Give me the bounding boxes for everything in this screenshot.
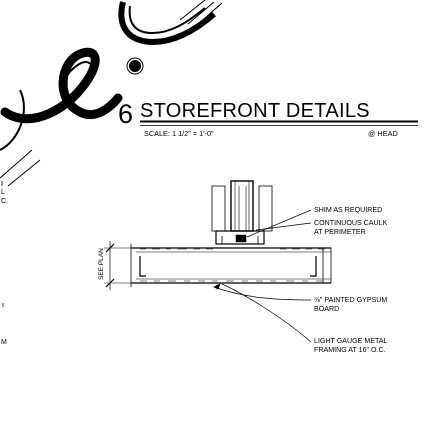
storefront-section	[130, 180, 332, 287]
upper-curve-inner	[128, 5, 206, 35]
annotations: SHIM AS REQUIRED CONTINUOUS CAULK AT PER…	[314, 206, 388, 354]
stud-track-right	[310, 256, 317, 277]
shim-block	[235, 234, 247, 243]
frame-outer-left	[211, 185, 226, 232]
swoosh-tail	[0, 89, 25, 151]
large-swoosh-inner	[63, 61, 91, 81]
note-framing-1: LIGHT GAUGE METAL	[314, 337, 388, 345]
head-receptor	[215, 230, 265, 245]
dimension-label: SEE PLAN	[98, 248, 105, 280]
leader-lines	[213, 209, 312, 343]
detail-title: STOREFRONT DETAILS	[140, 100, 370, 122]
edge-fragment-1: L	[1, 189, 5, 196]
scale-note: SCALE: 1 1/2" = 1'-0"	[144, 129, 214, 138]
leader-shim	[246, 209, 312, 238]
note-shim: SHIM AS REQUIRED	[314, 206, 382, 214]
edge-fragment-2: C.	[1, 198, 8, 205]
note-caulk-2: AT PERIMETER	[314, 228, 366, 236]
edge-fragment-3: M	[1, 339, 7, 346]
wall-end-cap	[322, 247, 332, 284]
upper-curve-outer	[118, 1, 216, 46]
diagonal-fragment	[0, 149, 41, 187]
left-edge-fragments: L C. M	[1, 181, 8, 346]
note-caulk-1: CONTINUOUS CAULK	[314, 219, 388, 227]
frame-outer-right	[258, 185, 273, 232]
large-swoosh	[0, 47, 123, 124]
title-block: 6 STOREFRONT DETAILS SCALE: 1 1/2" = 1'-…	[118, 57, 418, 138]
upper-hatch	[179, 0, 223, 26]
detail-number: 6	[118, 99, 133, 129]
leader-gypsum	[213, 286, 312, 301]
leader-framing	[221, 283, 312, 343]
leader-caulk	[255, 222, 312, 231]
note-framing-2: FRAMING AT 16" O.C.	[314, 346, 386, 354]
note-gypsum-1: ⅝" PAINTED GYPSUM	[314, 296, 387, 304]
stud-track-left	[139, 256, 146, 277]
adjacent-detail-fragment	[0, 0, 223, 187]
frame-center-mullion	[230, 180, 254, 232]
arrow-gypsum	[213, 283, 221, 290]
section-label: @ HEAD	[368, 129, 398, 138]
detail-bubble-ring	[126, 57, 144, 75]
dim-tick-top	[105, 243, 115, 253]
note-gypsum-2: BOARD	[314, 305, 339, 313]
detail-bubble-dot	[129, 60, 141, 72]
dim-tick-bottom	[105, 278, 115, 288]
vertical-dimension: SEE PLAN	[98, 241, 131, 290]
